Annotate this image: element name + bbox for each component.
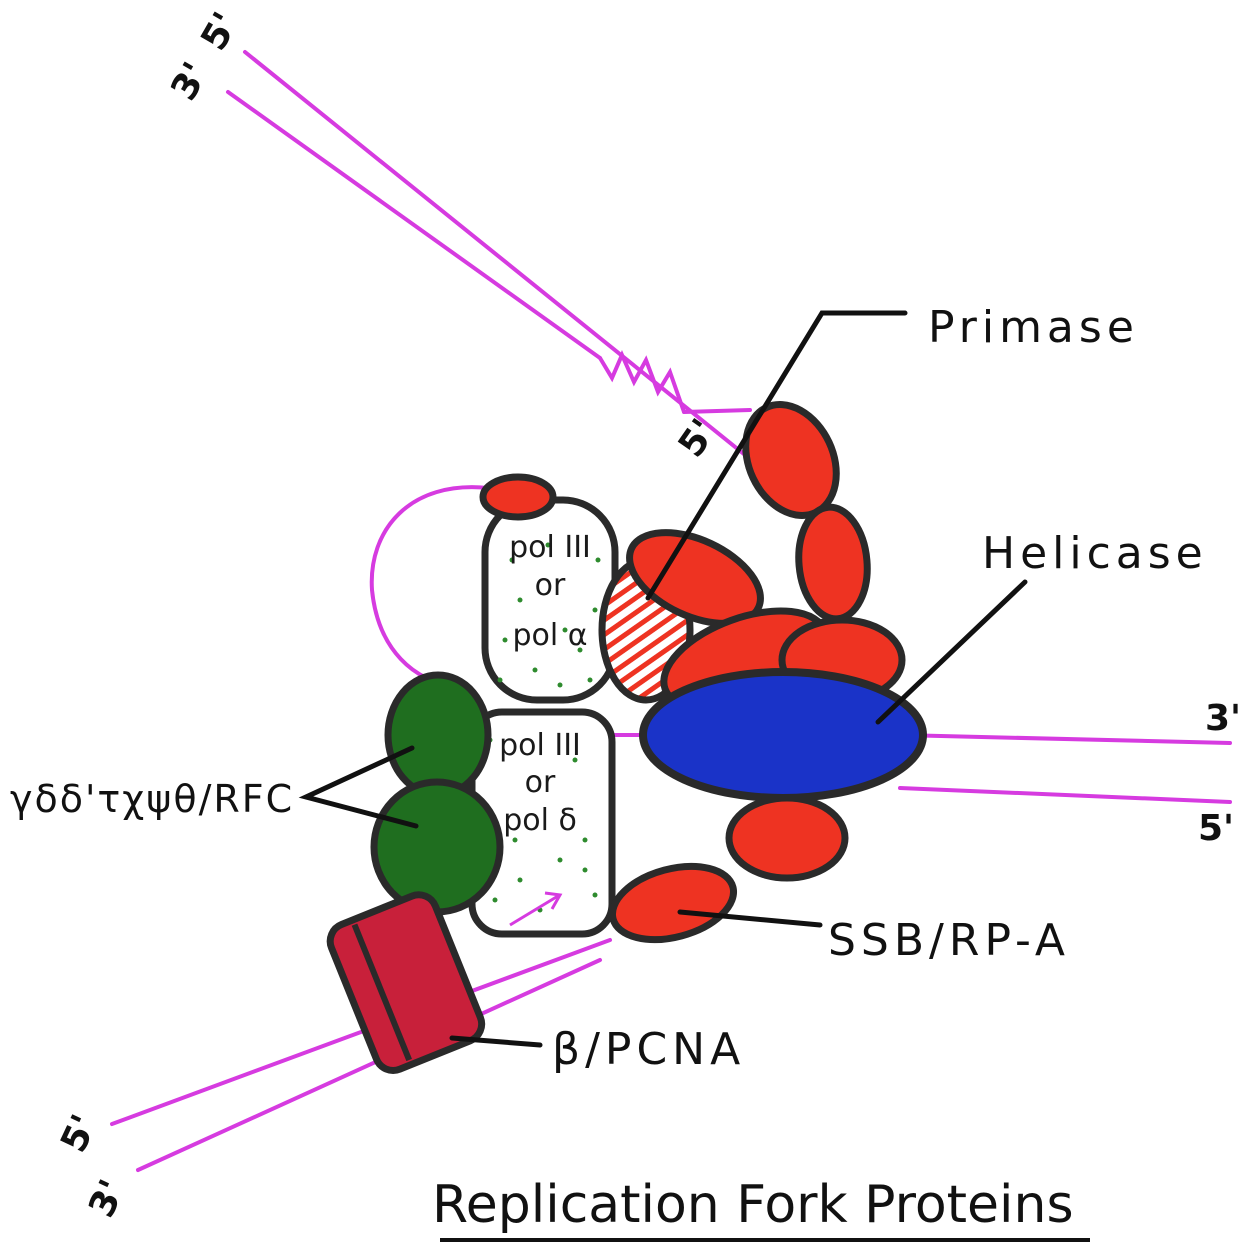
diagram-title: Replication Fork Proteins	[432, 1175, 1074, 1235]
sliding-clamp	[326, 891, 486, 1074]
polymerase-lagging-dots	[497, 542, 601, 688]
ssb-proteins	[608, 794, 849, 944]
strand-end-right-lower: 5'	[1198, 808, 1234, 849]
primase-label: Primase	[928, 302, 1139, 353]
helicase-label: Helicase	[982, 528, 1208, 579]
ssb-leader	[677, 909, 823, 928]
template-strand-top-join	[682, 408, 752, 414]
polymerase-leading-line2: or	[525, 765, 556, 800]
clamp-loader-lower	[370, 778, 504, 916]
clamp-loader-upper	[384, 671, 492, 799]
strand-end-bottom-inner: 3'	[81, 1174, 133, 1224]
polymerase-leading-line1: pol III	[499, 728, 581, 763]
parental-strand-right-lower	[898, 786, 1232, 804]
clamp-loader	[370, 671, 504, 916]
ssb-label: SSB/RP-A	[828, 915, 1070, 966]
clamp-leader	[449, 1035, 543, 1048]
template-strand-bottom-outer	[110, 938, 612, 1126]
polymerase-leading-line3: pol δ	[503, 803, 577, 838]
polymerase-lagging-line3: pol α	[512, 618, 587, 653]
strand-end-top-outer: 5'	[193, 6, 247, 58]
strand-end-primer: 5'	[671, 412, 725, 465]
polymerase-lagging-line1: pol III	[509, 530, 591, 565]
leading-synthesis-arrowhead	[544, 891, 563, 910]
lagging-strand-loop	[369, 485, 490, 688]
dna-strands	[110, 50, 1232, 1172]
rna-primer-zigzag	[598, 350, 686, 414]
clamp-loader-leader	[298, 745, 419, 829]
helicase	[639, 668, 927, 802]
polymerase-lagging-line2: or	[535, 568, 566, 603]
primase-leader	[645, 310, 908, 601]
parental-strand-right-upper	[898, 733, 1232, 745]
strand-end-right-upper: 3'	[1205, 698, 1241, 739]
polymerase-lagging: pol III or pol α	[481, 496, 619, 704]
template-strand-bottom-inner	[136, 958, 602, 1172]
strand-end-bottom-outer: 5'	[53, 1109, 105, 1159]
clamp-loader-label: γδδ'τχψθ/RFC	[10, 777, 294, 821]
template-strand-top-inner	[226, 90, 602, 360]
leading-synthesis-arrow	[509, 894, 559, 927]
clamp-label: β/PCNA	[552, 1024, 745, 1075]
template-strand-top-outer	[243, 50, 834, 527]
helicase-leader	[875, 579, 1028, 725]
leader-lines	[298, 310, 1028, 1048]
strand-end-top-inner: 3'	[163, 56, 217, 108]
